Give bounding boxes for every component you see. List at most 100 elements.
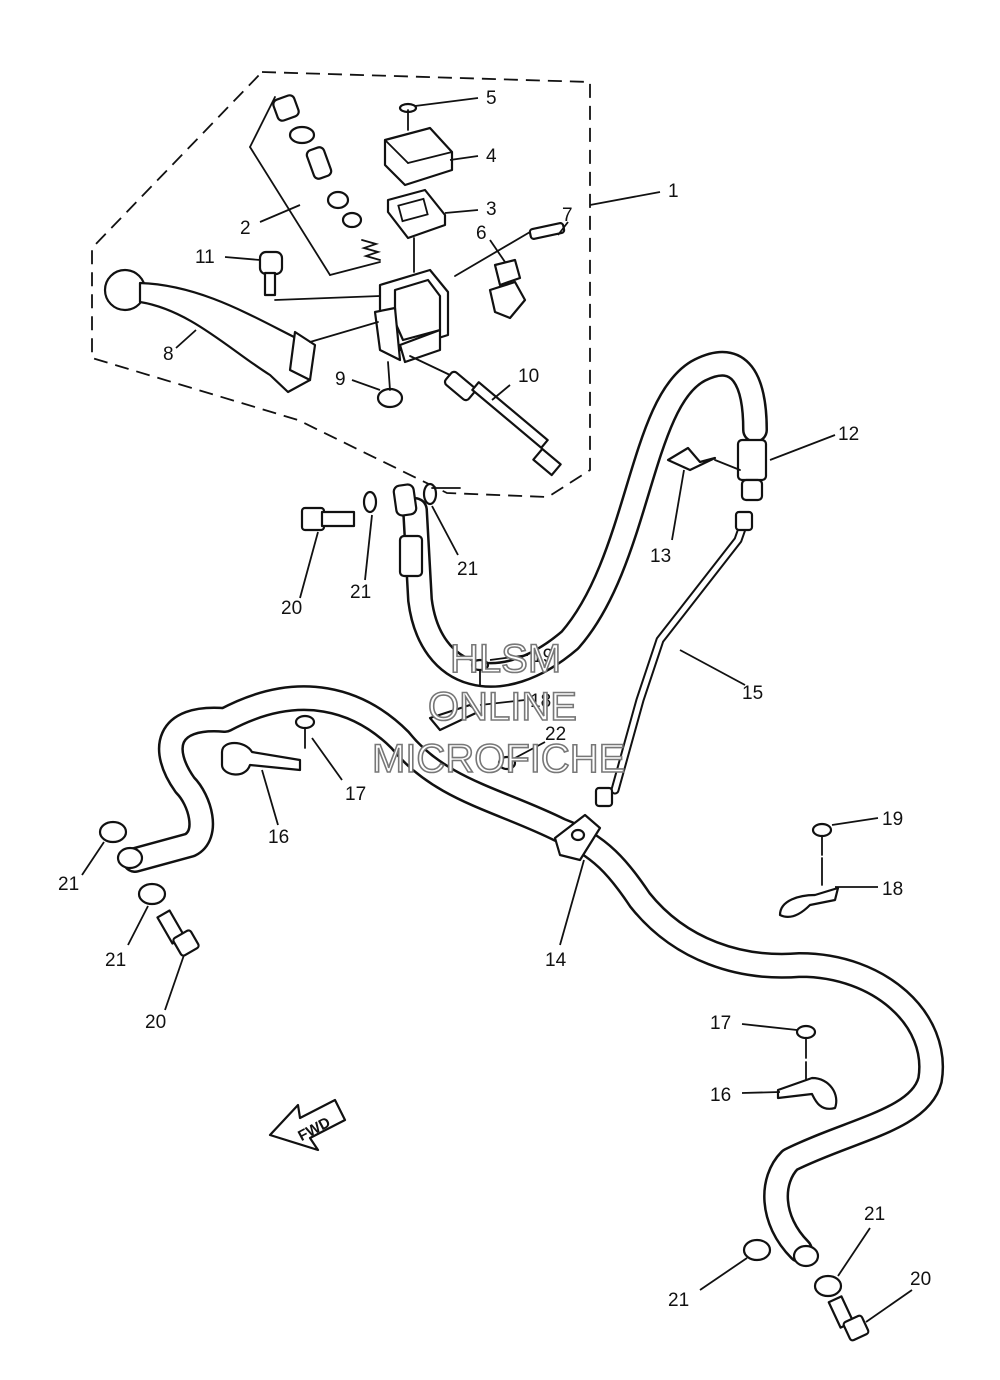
svg-text:19: 19 <box>882 809 903 830</box>
reservoir-cap <box>383 126 454 187</box>
cap-screw <box>398 102 418 131</box>
clamp-16-right <box>776 1076 838 1110</box>
callout-19-right: 19 <box>831 809 903 830</box>
svg-text:16: 16 <box>268 827 289 848</box>
bolt-22 <box>497 755 517 771</box>
callout-22: 22 <box>514 724 566 759</box>
svg-text:13: 13 <box>650 546 671 567</box>
callout-21-lower-right-a: 21 <box>668 1257 748 1311</box>
svg-text:11: 11 <box>195 247 215 268</box>
callout-21-upper-left: 21 <box>350 514 373 603</box>
svg-text:10: 10 <box>518 366 539 387</box>
svg-text:21: 21 <box>350 582 371 603</box>
callout-7: 7 <box>557 205 573 236</box>
diaphragm <box>386 188 447 240</box>
svg-text:HLSM: HLSM <box>450 637 561 681</box>
svg-text:14: 14 <box>545 950 567 971</box>
callout-1: 1 <box>589 181 679 206</box>
callout-2: 2 <box>240 204 301 239</box>
holder-bolt <box>454 222 566 277</box>
svg-text:8: 8 <box>163 344 174 365</box>
bolt-17-right <box>795 1024 817 1081</box>
callout-20-lower-right: 20 <box>865 1269 931 1323</box>
clamp-16-left <box>220 741 302 776</box>
callout-5: 5 <box>414 88 497 109</box>
callout-12: 12 <box>769 424 859 461</box>
callout-21-lower-right-b: 21 <box>837 1204 885 1277</box>
svg-text:15: 15 <box>742 683 763 704</box>
banjo-lower-left <box>116 846 144 870</box>
svg-text:17: 17 <box>710 1013 731 1034</box>
svg-text:16: 16 <box>710 1085 731 1106</box>
washer-lower-right-b <box>813 1274 843 1298</box>
svg-text:22: 22 <box>545 724 566 745</box>
upper-brake-hose <box>392 350 768 688</box>
callout-20-upper: 20 <box>281 531 319 619</box>
banjo-lower-right <box>792 1244 820 1268</box>
svg-text:12: 12 <box>838 424 859 445</box>
svg-text:19: 19 <box>532 646 553 667</box>
callout-9: 9 <box>335 369 381 391</box>
svg-text:9: 9 <box>335 369 346 390</box>
svg-text:18: 18 <box>530 691 551 712</box>
union-bolt-upper <box>300 506 356 532</box>
svg-text:20: 20 <box>145 1012 166 1033</box>
svg-text:ONLINE: ONLINE <box>428 685 577 729</box>
svg-text:21: 21 <box>58 874 79 895</box>
bolt-19-right <box>811 822 833 886</box>
svg-text:21: 21 <box>457 559 478 580</box>
svg-text:17: 17 <box>345 784 366 805</box>
callout-21-lower-left-b: 21 <box>105 905 149 971</box>
lower-brake-hose <box>122 685 945 1263</box>
callout-20-lower-left: 20 <box>145 954 185 1033</box>
svg-text:7: 7 <box>562 205 573 226</box>
brake-lever <box>103 268 379 394</box>
svg-text:4: 4 <box>486 146 497 167</box>
washer-lower-left-b <box>137 882 167 906</box>
brake-pipe <box>594 510 754 808</box>
svg-text:5: 5 <box>486 88 497 109</box>
washer-lower-right-a <box>742 1238 772 1262</box>
callout-3: 3 <box>444 199 497 220</box>
boot <box>376 361 404 409</box>
callout-19-middle: 19 <box>489 646 553 667</box>
pivot-bolt <box>258 250 381 301</box>
hose-clip-13 <box>666 446 741 472</box>
svg-text:2: 2 <box>240 218 251 239</box>
assembly-boundary <box>91 71 591 498</box>
washer-upper-left <box>362 490 378 514</box>
svg-text:1: 1 <box>668 181 679 202</box>
hose-joint-14 <box>553 813 602 862</box>
svg-text:21: 21 <box>105 950 126 971</box>
svg-text:21: 21 <box>864 1204 885 1225</box>
callout-8: 8 <box>163 329 197 365</box>
bolt-17-left <box>294 714 316 749</box>
brake-joint <box>736 438 768 502</box>
piston-kit-parts <box>249 94 382 276</box>
callout-17-left: 17 <box>311 737 366 805</box>
washer-upper-right <box>422 482 438 506</box>
callout-14: 14 <box>545 859 585 971</box>
watermark: HLSM ONLINE MICROFICHE <box>371 636 626 782</box>
master-cylinder-body <box>373 237 450 364</box>
callout-21-upper-right: 21 <box>431 505 478 580</box>
callout-21-lower-left-a: 21 <box>58 841 105 895</box>
callout-17-right: 17 <box>710 1013 798 1034</box>
svg-text:3: 3 <box>486 199 497 220</box>
holder <box>488 258 527 320</box>
callout-15: 15 <box>679 649 763 704</box>
svg-text:20: 20 <box>281 598 302 619</box>
svg-text:6: 6 <box>476 223 487 244</box>
callout-6: 6 <box>476 223 506 263</box>
bolt-19-middle <box>470 658 490 686</box>
svg-text:18: 18 <box>882 879 903 900</box>
clamp-18-right <box>778 886 840 919</box>
brake-switch <box>409 355 562 477</box>
clamp-18-middle <box>428 703 480 732</box>
svg-text:20: 20 <box>910 1269 931 1290</box>
callout-10: 10 <box>491 366 539 401</box>
callout-13: 13 <box>650 469 685 567</box>
svg-text:MICROFICHE: MICROFICHE <box>372 737 625 781</box>
callout-16-right: 16 <box>710 1085 781 1106</box>
